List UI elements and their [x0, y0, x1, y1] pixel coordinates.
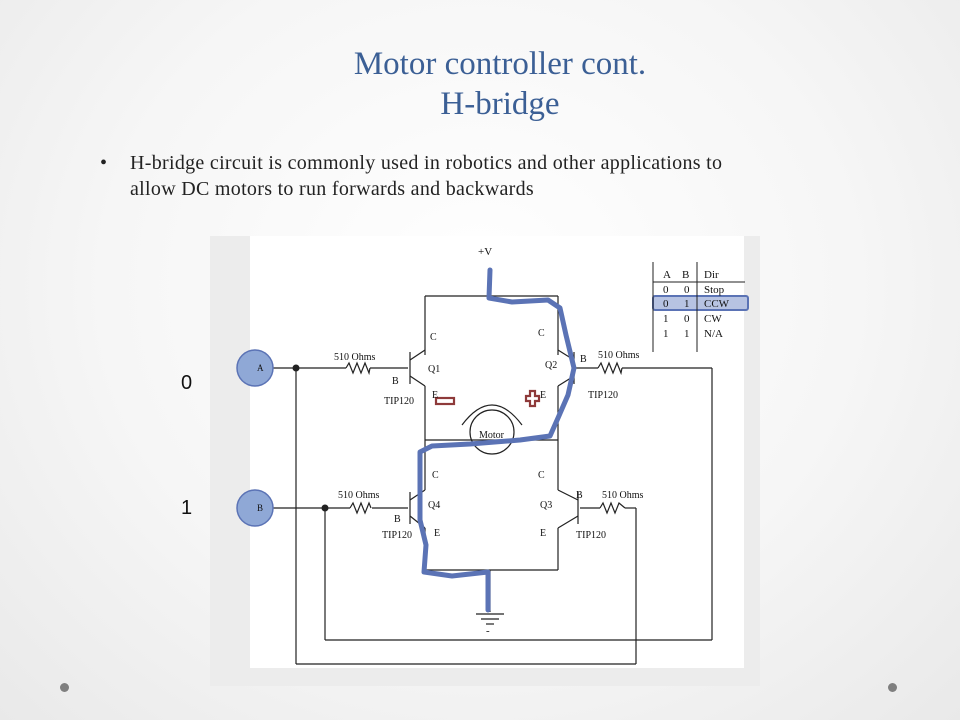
tt-row2-b: 0 [684, 313, 690, 325]
ground-label: - [486, 625, 490, 637]
q2-type: TIP120 [588, 390, 618, 401]
tt-row2-a: 1 [663, 313, 669, 325]
tt-row3-b: 1 [684, 328, 690, 340]
q2-base: B [580, 354, 587, 365]
q4-type: TIP120 [382, 530, 412, 541]
input-a-label: A [257, 363, 264, 373]
tt-row0-b: 0 [684, 284, 690, 296]
slide-nav-dot-right [888, 683, 897, 692]
input-a-circle [236, 349, 274, 387]
q3-type: TIP120 [576, 530, 606, 541]
plus-sign [524, 389, 541, 408]
resistor-label-q4: 510 Ohms [338, 490, 380, 501]
resistor-label-q2: 510 Ohms [598, 350, 640, 361]
q1-emitter: E [432, 390, 438, 401]
q1-type: TIP120 [384, 396, 414, 407]
q2-emitter: E [540, 390, 546, 401]
bullet-item: H-bridge circuit is commonly used in rob… [130, 152, 723, 200]
q4-base: B [394, 514, 401, 525]
current-path [417, 267, 577, 613]
tt-header-b: B [682, 269, 689, 281]
q3-label: Q3 [540, 500, 552, 511]
minus-sign [434, 396, 456, 406]
motor-label: Motor [479, 430, 505, 441]
q2-collector: C [538, 328, 545, 339]
q4-label: Q4 [428, 500, 440, 511]
q1-label: Q1 [428, 364, 440, 375]
tt-row1-a: 0 [663, 298, 669, 310]
input-a-logic-value: 0 [181, 372, 193, 394]
slide-subtitle: H-bridge [440, 86, 560, 122]
q2-label: Q2 [545, 360, 557, 371]
resistor-label-q1: 510 Ohms [334, 352, 376, 363]
input-b-logic-value: 1 [181, 497, 193, 519]
q4-collector: C [432, 470, 439, 481]
input-b-circle [236, 489, 274, 527]
tt-row0-dir: Stop [704, 284, 725, 296]
circuit-wires [272, 295, 713, 665]
tt-row1-dir: CCW [704, 298, 730, 310]
truth-table: A B Dir 0 0 Stop 0 1 CCW 1 0 CW 1 1 N/A [652, 262, 749, 352]
q3-emitter: E [540, 528, 546, 539]
junction-dots [292, 364, 329, 512]
slide-title: Motor controller cont. [353, 46, 647, 82]
q3-collector: C [538, 470, 545, 481]
tt-row3-dir: N/A [704, 328, 723, 340]
tt-row2-dir: CW [704, 313, 722, 325]
resistor-label-q3: 510 Ohms [602, 490, 644, 501]
tt-row0-a: 0 [663, 284, 669, 296]
tt-header-a: A [663, 269, 671, 281]
supply-label: +V [478, 246, 492, 258]
tt-row3-a: 1 [663, 328, 669, 340]
bullet-marker: • [100, 152, 108, 174]
input-b-label: B [257, 503, 263, 513]
tt-header-dir: Dir [704, 269, 719, 281]
q1-collector: C [430, 332, 437, 343]
slide-nav-dot-left [60, 683, 69, 692]
tt-row1-b: 1 [684, 298, 690, 310]
q3-base: B [576, 490, 583, 501]
q4-emitter: E [434, 528, 440, 539]
q1-base: B [392, 376, 399, 387]
